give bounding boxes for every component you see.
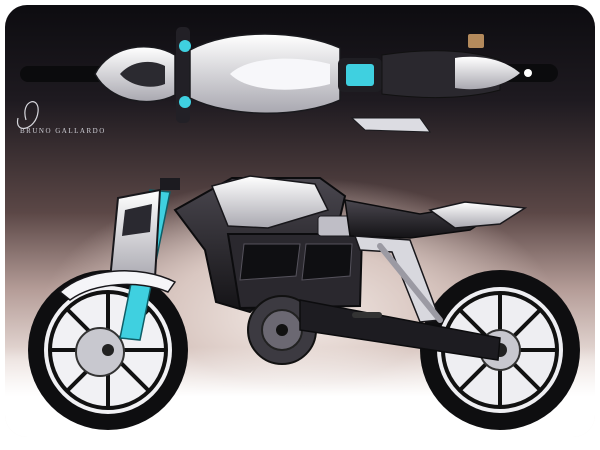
front-wheel: [28, 270, 188, 430]
fork-top-clamp: [160, 178, 180, 190]
front-fender: [58, 270, 177, 301]
front-fairing: [108, 188, 162, 282]
tail-fairing: [428, 201, 528, 229]
rear-shock: [377, 243, 443, 323]
top-tank-highlight: [230, 58, 330, 90]
artist-signature: BRUNO GALLARDO: [20, 127, 106, 135]
top-footpeg: [350, 117, 431, 133]
swingarm: [299, 299, 501, 361]
headlight: [122, 204, 152, 236]
battery-cell-right: [301, 243, 353, 281]
side-view-motorcycle: [28, 175, 580, 430]
rear-wheel: [420, 270, 580, 430]
top-right-light: [179, 96, 191, 108]
top-left-light: [179, 40, 191, 52]
top-headlight: [120, 61, 165, 87]
tank-panel: [210, 175, 330, 229]
signature-scribble: [17, 101, 39, 129]
footpeg: [352, 312, 382, 318]
top-tail: [455, 56, 520, 90]
battery-cell-left: [239, 243, 301, 281]
top-tail-light: [524, 69, 532, 77]
top-battery-accent: [346, 64, 374, 86]
top-brake-caliper: [468, 34, 484, 48]
top-view-motorcycle: [20, 27, 558, 133]
top-front-tire: [20, 66, 115, 82]
rear-subframe: [353, 235, 442, 323]
front-brake-disc: [75, 327, 125, 377]
